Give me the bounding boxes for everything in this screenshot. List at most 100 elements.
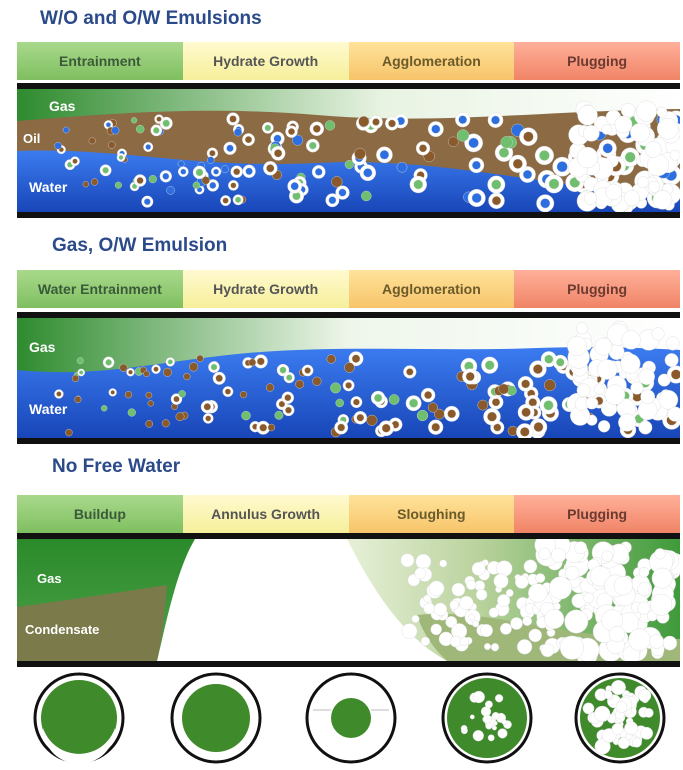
hydrate-particle [493,573,509,589]
droplet-core [78,370,84,375]
droplet [175,412,185,422]
droplet [206,156,215,164]
hydrate-particle [415,553,432,570]
hydrate-particle [460,725,468,732]
pipe-section-2: Gas Water [17,312,680,444]
hydrate-particle [571,593,587,609]
droplet [324,120,336,131]
droplet [388,394,400,405]
hydrate-particle [411,614,420,623]
droplet-core [278,400,286,408]
droplet [135,124,145,134]
hydrate-particle [540,643,555,658]
hydrate-particle [497,728,508,739]
hydrate-particle [488,607,500,618]
droplet-core [471,192,482,203]
droplet [54,142,62,150]
hydrate-particle [621,330,641,350]
droplet [189,362,199,372]
droplet-core [533,422,544,432]
droplet-core [338,188,347,197]
hydrate-particle [637,601,651,615]
droplet-core [409,398,419,408]
droplet [361,190,372,202]
droplet-core [471,160,481,170]
stage-plugging: Plugging [514,495,680,533]
droplet-core [533,364,543,374]
hydrate-particle [594,705,611,723]
droplet-core [173,395,180,403]
droplet-core [226,144,234,152]
hydrate-particle [644,708,654,718]
droplet [433,408,445,420]
hydrate-particle [472,690,485,704]
droplet [344,362,355,373]
droplet-core [195,168,204,177]
droplet [312,376,322,386]
droplet-core [521,379,530,389]
hydrate-particle [510,617,523,630]
hydrate-particle [576,322,589,335]
droplet-core [105,359,112,366]
hydrate-particle [471,561,486,576]
hydrate-particle [423,602,436,615]
droplet-core [523,131,534,142]
droplet [248,358,257,367]
phase-label-water: Water [29,179,68,195]
hydrate-particle [656,106,668,118]
stage-bar-2: Water Entrainment Hydrate Growth Agglome… [17,270,680,308]
droplet-core [521,407,531,418]
hydrate-particle [664,353,679,367]
droplet-core [540,198,551,209]
hydrate-particle [505,589,514,597]
droplet-core [143,198,151,206]
droplet-core [290,182,299,191]
hydrate-particle [610,679,626,696]
droplet [266,383,275,392]
hydrate-particle [430,623,442,636]
droplet [233,128,243,137]
hydrate-particle [466,579,477,591]
droplet [65,428,73,437]
hydrate-particle [637,688,652,703]
droplet-core [351,354,361,363]
droplet-core [465,372,475,382]
droplet [498,383,510,395]
droplet [119,363,128,372]
hydrate-particle [565,565,580,581]
hydrate-particle [468,613,475,621]
section-title-wo-ow: W/O and O/W Emulsions [40,8,262,29]
hydrate-particle [484,700,493,709]
droplet [344,159,354,169]
droplet-core [245,167,253,176]
hydrate-particle [605,183,622,201]
droplet-core [233,168,241,176]
droplet-core [110,390,115,395]
hydrate-particle [577,105,598,126]
droplet [161,419,170,428]
droplet-core [205,415,212,422]
droplet-core [213,168,220,175]
hydrate-particle [651,567,673,589]
hydrate-particle [644,141,662,158]
droplet-core [285,406,292,414]
hydrate-particle [469,714,475,720]
hydrate-particle [499,622,512,635]
hydrate-particle [640,726,653,740]
droplet-core [210,363,218,371]
droplet [274,410,284,420]
hydrate-particle [423,594,432,603]
hydrate-particle [490,643,500,652]
hydrate-particle [632,737,642,748]
droplet-core [209,181,217,189]
hydrate-particle [449,600,459,610]
droplet-core [244,135,253,144]
droplet-core [419,144,428,153]
hydrate-particle [459,595,474,611]
droplet [114,181,122,189]
droplet-core [229,115,237,123]
hydrate-particle [649,633,664,649]
hydrate-particle [618,413,637,432]
droplet [62,126,70,134]
hydrate-particle [624,721,638,736]
